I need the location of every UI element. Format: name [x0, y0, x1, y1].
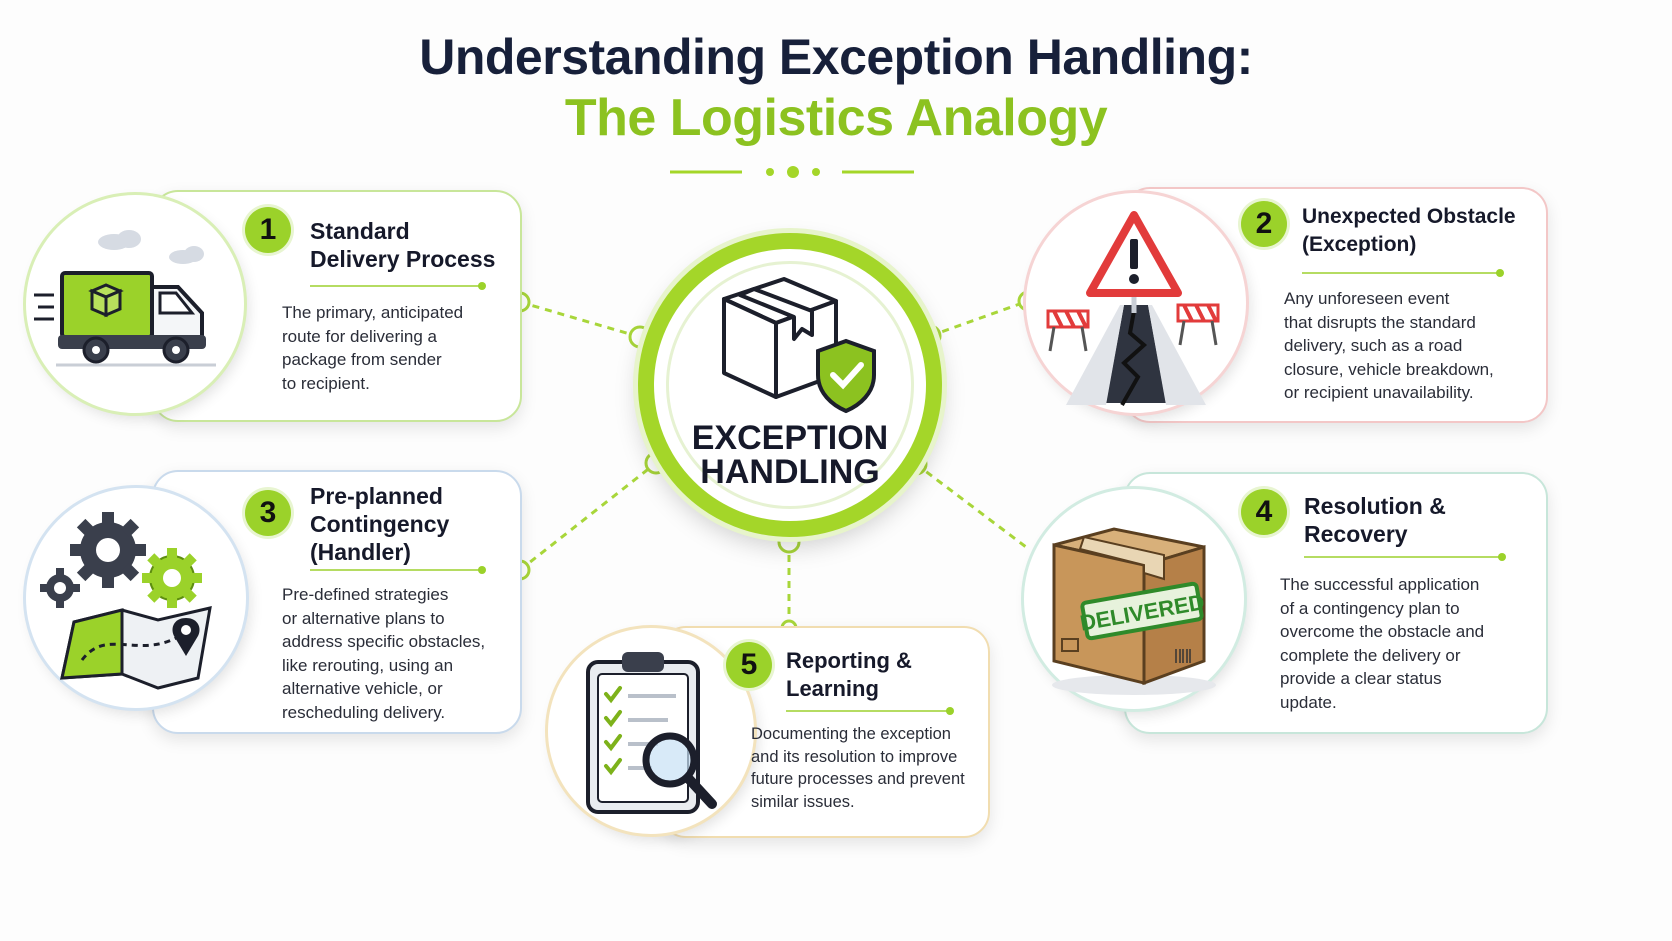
- step-text-4: The successful application of a continge…: [1280, 575, 1485, 712]
- step-number-3: 3: [245, 490, 291, 536]
- step-icon-circle-2: [1026, 193, 1246, 413]
- step-heading-1: Standard Delivery Process: [310, 218, 496, 272]
- step-text-1: The primary, anticipated route for deliv…: [282, 303, 464, 393]
- title-divider: [670, 166, 914, 178]
- step-icon-circle-1: [26, 195, 244, 413]
- step-rule-2: [1302, 269, 1504, 277]
- step-heading-3: Pre-planned Contingency (Handler): [310, 483, 450, 565]
- step-number-5: 5: [726, 642, 772, 688]
- step-icon-circle-4: DELIVERED: [1024, 489, 1244, 709]
- step-text-3: Pre-defined strategies or alternative pl…: [282, 585, 486, 722]
- step-rule-4: [1304, 553, 1506, 561]
- step-icon-circle-5: [548, 628, 754, 834]
- exception-handling-hub: EXCEPTION HANDLING: [638, 233, 942, 537]
- step-heading-2: Unexpected Obstacle (Exception): [1302, 205, 1516, 256]
- step-rule-1: [310, 282, 486, 290]
- step-rule-3: [310, 566, 486, 574]
- step-number-2: 2: [1241, 201, 1287, 247]
- delivery-truck-icon: [34, 230, 216, 367]
- step-heading-4: Resolution & Recovery: [1304, 493, 1446, 547]
- package-shield-icon: [722, 277, 876, 414]
- gears-map-icon: [40, 512, 212, 690]
- step-icon-circle-3: [26, 488, 246, 708]
- delivered-box-icon: DELIVERED: [1052, 527, 1216, 695]
- step-heading-5: Reporting & Learning: [786, 648, 912, 701]
- clipboard-magnifier-icon: [586, 652, 717, 814]
- hub-label: EXCEPTION HANDLING: [691, 419, 889, 491]
- step-text-5: Documenting the exception and its resolu…: [751, 725, 965, 811]
- step-number-1: 1: [245, 207, 291, 253]
- step-rule-5: [786, 707, 954, 715]
- step-text-2: Any unforeseen event that disrupts the s…: [1284, 289, 1494, 402]
- warning-road-icon: [1046, 211, 1220, 406]
- title-line-1: Understanding Exception Handling:: [419, 29, 1253, 85]
- step-number-4: 4: [1241, 489, 1287, 535]
- title-line-2: The Logistics Analogy: [564, 89, 1108, 147]
